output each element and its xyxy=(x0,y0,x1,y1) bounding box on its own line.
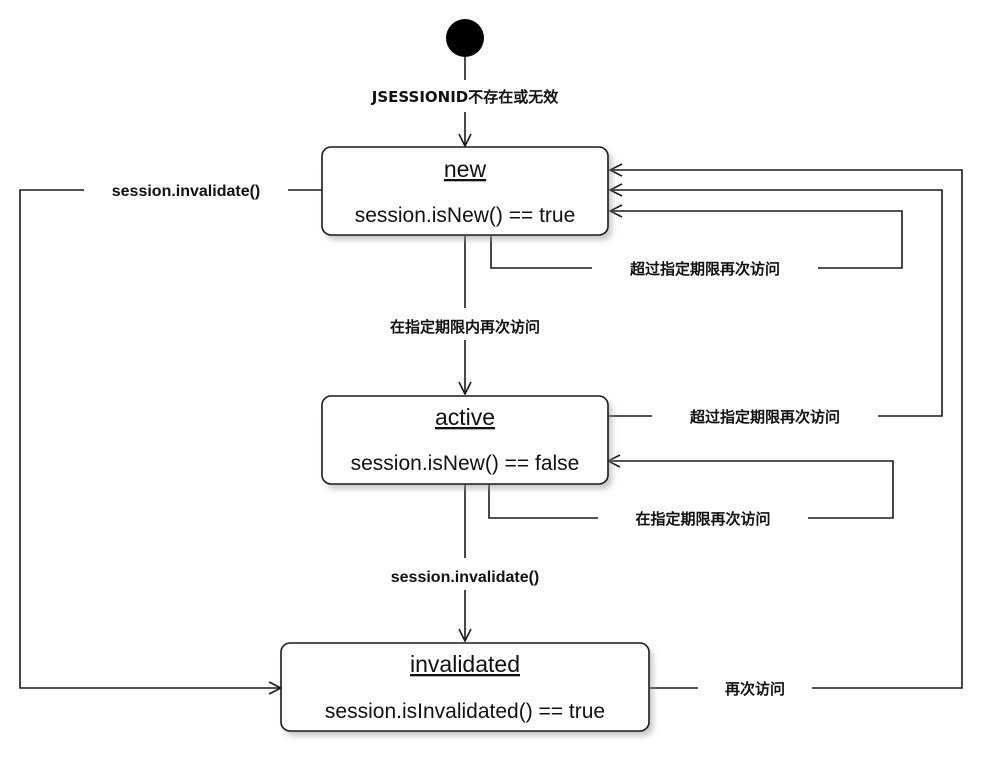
edge-new-to-active: 在指定期限内再次访问 xyxy=(390,236,540,394)
state-new-condition: session.isNew() == true xyxy=(355,204,576,227)
state-invalidated-title: invalidated xyxy=(410,651,520,677)
state-new: new session.isNew() == true xyxy=(321,146,612,240)
initial-state-node xyxy=(446,19,484,57)
state-active-title: active xyxy=(435,404,495,430)
edge-active-to-new-timeout: 超过指定期限再次访问 xyxy=(608,190,943,426)
edge-active-self: 在指定期限再次访问 xyxy=(488,461,894,528)
edge-label-invalidated-to-new: 再次访问 xyxy=(725,680,785,698)
edge-invalidated-to-new: 再次访问 xyxy=(610,170,963,698)
edge-label-active-self: 在指定期限再次访问 xyxy=(635,510,770,528)
edge-new-to-invalidated: session.invalidate() xyxy=(19,183,322,688)
edge-label-new-self-timeout: 超过指定期限再次访问 xyxy=(629,260,780,278)
edge-label-active-to-invalidated: session.invalidate() xyxy=(391,569,540,586)
edge-active-to-invalidated: session.invalidate() xyxy=(391,484,540,641)
edge-label-new-to-invalidated: session.invalidate() xyxy=(112,183,261,200)
edge-label-active-to-new-timeout: 超过指定期限再次访问 xyxy=(689,408,840,426)
edge-label-start-to-new: JSESSIONID不存在或无效 xyxy=(371,88,559,106)
state-active: active session.isNew() == false xyxy=(321,395,612,489)
state-invalidated: invalidated session.isInvalidated() == t… xyxy=(280,642,653,736)
state-invalidated-condition: session.isInvalidated() == true xyxy=(325,700,605,723)
edge-new-self-timeout: 超过指定期限再次访问 xyxy=(490,211,903,278)
edge-start-to-new: JSESSIONID不存在或无效 xyxy=(371,57,559,146)
edge-label-new-to-active: 在指定期限内再次访问 xyxy=(390,318,540,336)
state-active-condition: session.isNew() == false xyxy=(351,452,580,475)
state-new-title: new xyxy=(444,156,487,182)
